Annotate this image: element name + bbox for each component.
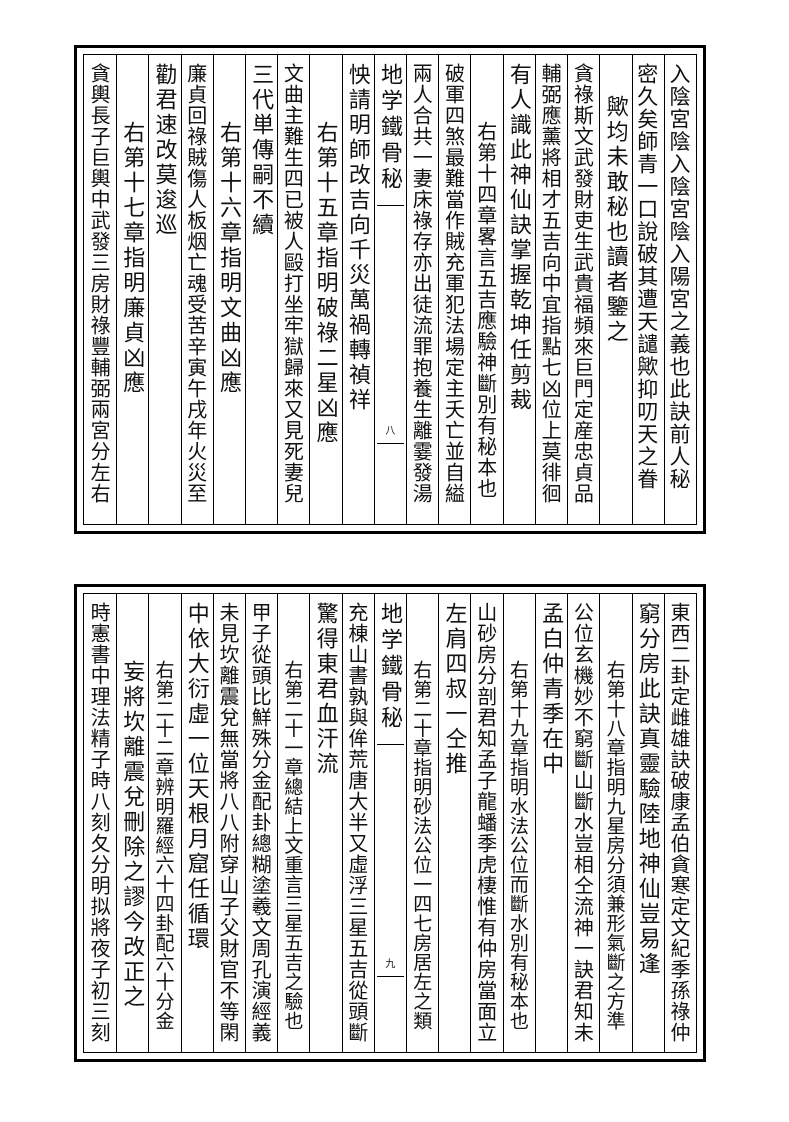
text-column: 歟均未敢秘也讀者鑒之 [599, 55, 631, 524]
column-text: 兩人合共一妻床祿存亦出徒流罪抱養生離霎發湯 [409, 63, 434, 504]
text-column: 甲子從頭比鮮殊分金配卦總糊塗羲文周孔演經義 [244, 594, 277, 1052]
text-column: 東西二卦定雌雄訣破康孟伯貪寒定文紀季孫祿仲 [663, 594, 696, 1052]
text-column: 有人識此神仙訣掌握乾坤任剪裁 [502, 55, 535, 524]
text-column: 山砂房分剖君知孟子龍蟠季虎棲惟有仲房當面立 [470, 594, 502, 1052]
column-text: 驚得東君血汗流 [312, 602, 338, 777]
column-text: 右第十六章指明文曲凶應 [215, 121, 241, 396]
text-column: 貪祿斯文武發財吏生武貴福頻來巨門定産忠貞品 [567, 55, 599, 524]
column-text: 貪祿斯文武發財吏生武貴福頻來巨門定産忠貞品 [570, 63, 595, 504]
text-column: 右第十四章畧言五吉應驗神斷別有秘本也 [470, 55, 502, 524]
book-title-header: 地学鐵骨秘 [377, 602, 403, 732]
column-text: 勸君速改莫逡巡 [151, 63, 177, 238]
text-column: 右第十五章指明破祿二星凶應 [309, 55, 341, 524]
text-column: 中依大衍虛一位天根月窟任循環 [180, 594, 213, 1052]
column-text: 孟白仲青季在中 [538, 602, 564, 777]
text-column: 廉貞回祿賊傷人板烟亡魂受苦辛寅午戌年火災至 [180, 55, 213, 524]
page-number: 八 [385, 426, 396, 437]
text-column: 輔弼應薰將相才五吉向中宜指點七凶位上莫徘徊 [534, 55, 567, 524]
column-text: 右第十七章指明廉貞凶應 [119, 121, 145, 396]
fold-rule [376, 744, 405, 745]
fold-rule [376, 205, 405, 206]
column-text: 左肩四叔一仝推 [441, 602, 467, 777]
text-column: 兩人合共一妻床祿存亦出徒流罪抱養生離霎發湯 [406, 55, 438, 524]
column-text: 充棟山書孰與侔荒唐大半又虛浮三星五吉從頭斷 [344, 602, 369, 1043]
bottom-page: 東西二卦定雌雄訣破康孟伯貪寒定文紀季孫祿仲窮分房此訣真靈驗陸地神仙豈易逢右第十八… [74, 584, 706, 1062]
column-text: 右第二十章指明砂法公位一四七房居左之類 [410, 660, 433, 1031]
column-text: 歟均未敢秘也讀者鑒之 [602, 95, 628, 345]
column-text: 右第二十二章辨明羅經六十四卦配六十分金 [152, 660, 175, 1031]
column-text: 破軍四煞最難當作賊充軍犯法場定主夭亡並自縊 [441, 63, 466, 504]
column-text: 有人識此神仙訣掌握乾坤任剪裁 [505, 63, 531, 413]
column-text: 東西二卦定雌雄訣破康孟伯貪寒定文紀季孫祿仲 [667, 602, 691, 1043]
column-text: 山砂房分剖君知孟子龍蟠季虎棲惟有仲房當面立 [473, 602, 498, 1043]
text-column: 入陰宮陰入陰宮陰入陽宮之義也此訣前人秘 [663, 55, 696, 524]
text-column: 貪輿長子巨輿中武發三房財祿豐輔弼兩宮分左右 [84, 55, 116, 524]
text-column: 右第十九章指明水法公位而斷水別有秘本也 [502, 594, 535, 1052]
center-fold-column: 地学鐵骨秘九 [373, 594, 406, 1052]
column-text: 時憲書中理法精子時八刻夂分明拟將夜子初三刻 [87, 602, 112, 1043]
column-text: 窮分房此訣真靈驗陸地神仙豈易逢 [634, 602, 660, 977]
column-text: 右第二十一章總結上文重言三星五吉之驗也 [281, 660, 304, 1031]
column-text: 貪輿長子巨輿中武發三房財祿豐輔弼兩宮分左右 [87, 63, 112, 504]
column-text: 三代単傳嗣不續 [248, 63, 274, 238]
text-column: 三代単傳嗣不續 [244, 55, 277, 524]
text-column: 驚得東君血汗流 [309, 594, 341, 1052]
text-column: 時憲書中理法精子時八刻夂分明拟將夜子初三刻 [84, 594, 116, 1052]
text-column: 右第十六章指明文曲凶應 [212, 55, 245, 524]
text-column: 孟白仲青季在中 [534, 594, 567, 1052]
column-text: 入陰宮陰入陰宮陰入陽宮之義也此訣前人秘 [667, 63, 691, 491]
column-text: 未見坎離震兌無當將八八附穿山子父財官不等閑 [215, 602, 240, 1043]
text-column: 左肩四叔一仝推 [438, 594, 470, 1052]
text-column: 怏請明師改吉向千災萬禍轉禎祥 [341, 55, 374, 524]
column-text: 公位玄機妙不窮斷山斷水豈相仝流神一訣君知未 [570, 602, 595, 1043]
text-column: 公位玄機妙不窮斷山斷水豈相仝流神一訣君知未 [567, 594, 599, 1052]
text-column: 妄將坎離震兌刪除之謬今改正之 [116, 594, 148, 1052]
top-text-columns: 入陰宮陰入陰宮陰入陽宮之義也此訣前人秘密久矣師青一口說破其遭天譴歟抑叨天之眷歟均… [84, 55, 696, 524]
text-column: 充棟山書孰與侔荒唐大半又虛浮三星五吉從頭斷 [341, 594, 374, 1052]
text-column: 右第二十二章辨明羅經六十四卦配六十分金 [148, 594, 180, 1052]
column-text: 右第十九章指明水法公位而斷水別有秘本也 [506, 660, 529, 1031]
column-text: 密久矣師青一口說破其遭天譴歟抑叨天之眷 [634, 63, 659, 491]
text-column: 破軍四煞最難當作賊充軍犯法場定主夭亡並自縊 [438, 55, 470, 524]
column-text: 妄將坎離震兌刪除之謬今改正之 [119, 660, 145, 1010]
column-text: 右第十八章指明九星房分須兼形氣斷之方準 [603, 660, 626, 1031]
column-text: 輔弼應薰將相才五吉向中宜指點七凶位上莫徘徊 [538, 63, 563, 504]
text-column: 文曲主難生四已被人毆打坐牢獄歸來又見死妻兒 [277, 55, 309, 524]
book-title-header: 地学鐵骨秘 [377, 63, 403, 193]
text-column: 右第十七章指明廉貞凶應 [116, 55, 148, 524]
column-text: 甲子從頭比鮮殊分金配卦總糊塗羲文周孔演經義 [248, 602, 273, 1043]
text-column: 右第二十一章總結上文重言三星五吉之驗也 [277, 594, 309, 1052]
bottom-text-columns: 東西二卦定雌雄訣破康孟伯貪寒定文紀季孫祿仲窮分房此訣真靈驗陸地神仙豈易逢右第十八… [84, 594, 696, 1052]
column-text: 右第十四章畧言五吉應驗神斷別有秘本也 [473, 121, 498, 499]
fold-rule [376, 443, 405, 444]
top-page: 入陰宮陰入陰宮陰入陽宮之義也此訣前人秘密久矣師青一口說破其遭天譴歟抑叨天之眷歟均… [74, 45, 706, 534]
column-text: 廉貞回祿賊傷人板烟亡魂受苦辛寅午戌年火災至 [183, 63, 208, 504]
center-fold-column: 地学鐵骨秘八 [373, 55, 406, 524]
bottom-page-frame: 東西二卦定雌雄訣破康孟伯貪寒定文紀季孫祿仲窮分房此訣真靈驗陸地神仙豈易逢右第十八… [83, 593, 697, 1053]
text-column: 右第二十章指明砂法公位一四七房居左之類 [406, 594, 438, 1052]
text-column: 未見坎離震兌無當將八八附穿山子父財官不等閑 [212, 594, 245, 1052]
text-column: 密久矣師青一口說破其遭天譴歟抑叨天之眷 [631, 55, 664, 524]
column-text: 文曲主難生四已被人毆打坐牢獄歸來又見死妻兒 [280, 63, 305, 504]
column-text: 怏請明師改吉向千災萬禍轉禎祥 [344, 63, 370, 413]
text-column: 窮分房此訣真靈驗陸地神仙豈易逢 [631, 594, 664, 1052]
column-text: 右第十五章指明破祿二星凶應 [312, 121, 338, 446]
text-column: 右第十八章指明九星房分須兼形氣斷之方準 [599, 594, 631, 1052]
text-column: 勸君速改莫逡巡 [148, 55, 180, 524]
column-text: 中依大衍虛一位天根月窟任循環 [183, 602, 209, 952]
top-page-frame: 入陰宮陰入陰宮陰入陽宮之義也此訣前人秘密久矣師青一口說破其遭天譴歟抑叨天之眷歟均… [83, 54, 697, 525]
page-number: 九 [385, 959, 396, 970]
fold-rule [376, 976, 405, 977]
